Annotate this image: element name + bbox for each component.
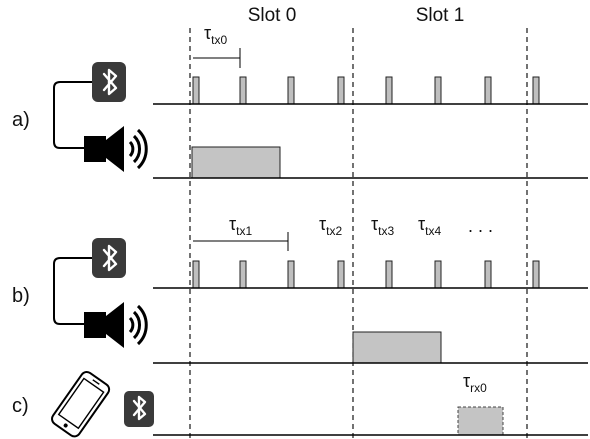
cable: [53, 257, 92, 325]
row-b-label: b): [12, 285, 30, 307]
audio-block-b: [352, 331, 442, 364]
tau-tx2-label: τtx2: [319, 214, 342, 238]
slot-1-label: Slot 1: [416, 5, 465, 26]
cable: [53, 81, 92, 149]
tau-tx3-label: τtx3: [371, 214, 394, 238]
pulse: [434, 260, 442, 289]
bluetooth-icon: [92, 62, 126, 102]
bluetooth-icon: [92, 238, 126, 278]
speaker-icon: [84, 126, 148, 172]
pulse: [287, 76, 295, 105]
pulse: [484, 260, 492, 289]
pulse: [434, 76, 442, 105]
pulse: [239, 76, 247, 105]
pulse-train-a: [192, 76, 540, 105]
bluetooth-icon: [124, 391, 154, 427]
ellipsis: . . .: [468, 216, 493, 236]
pulse: [385, 76, 393, 105]
tau-rx0-label: τrx0: [463, 371, 487, 395]
pulse: [192, 260, 200, 289]
pulse: [532, 76, 540, 105]
pulse: [239, 260, 247, 289]
pulse: [385, 260, 393, 289]
pulse: [337, 260, 345, 289]
speaker-icon: [84, 302, 148, 348]
tau-tx4-label: τtx4: [418, 214, 441, 238]
pulse: [337, 76, 345, 105]
tau-tx0-label: τtx0: [204, 23, 227, 47]
slot-0-label: Slot 0: [248, 5, 297, 26]
pulse: [484, 76, 492, 105]
row-c-label: c): [12, 395, 29, 417]
smartphone-icon: [51, 370, 111, 438]
pulse: [532, 260, 540, 289]
pulse: [287, 260, 295, 289]
audio-block-a: [191, 146, 281, 179]
row-a-label: a): [12, 109, 30, 131]
pulse: [192, 76, 200, 105]
pulse-train-b: [192, 260, 540, 289]
tau-tx1-label: τtx1: [229, 214, 252, 238]
receive-window-block: [457, 406, 504, 436]
